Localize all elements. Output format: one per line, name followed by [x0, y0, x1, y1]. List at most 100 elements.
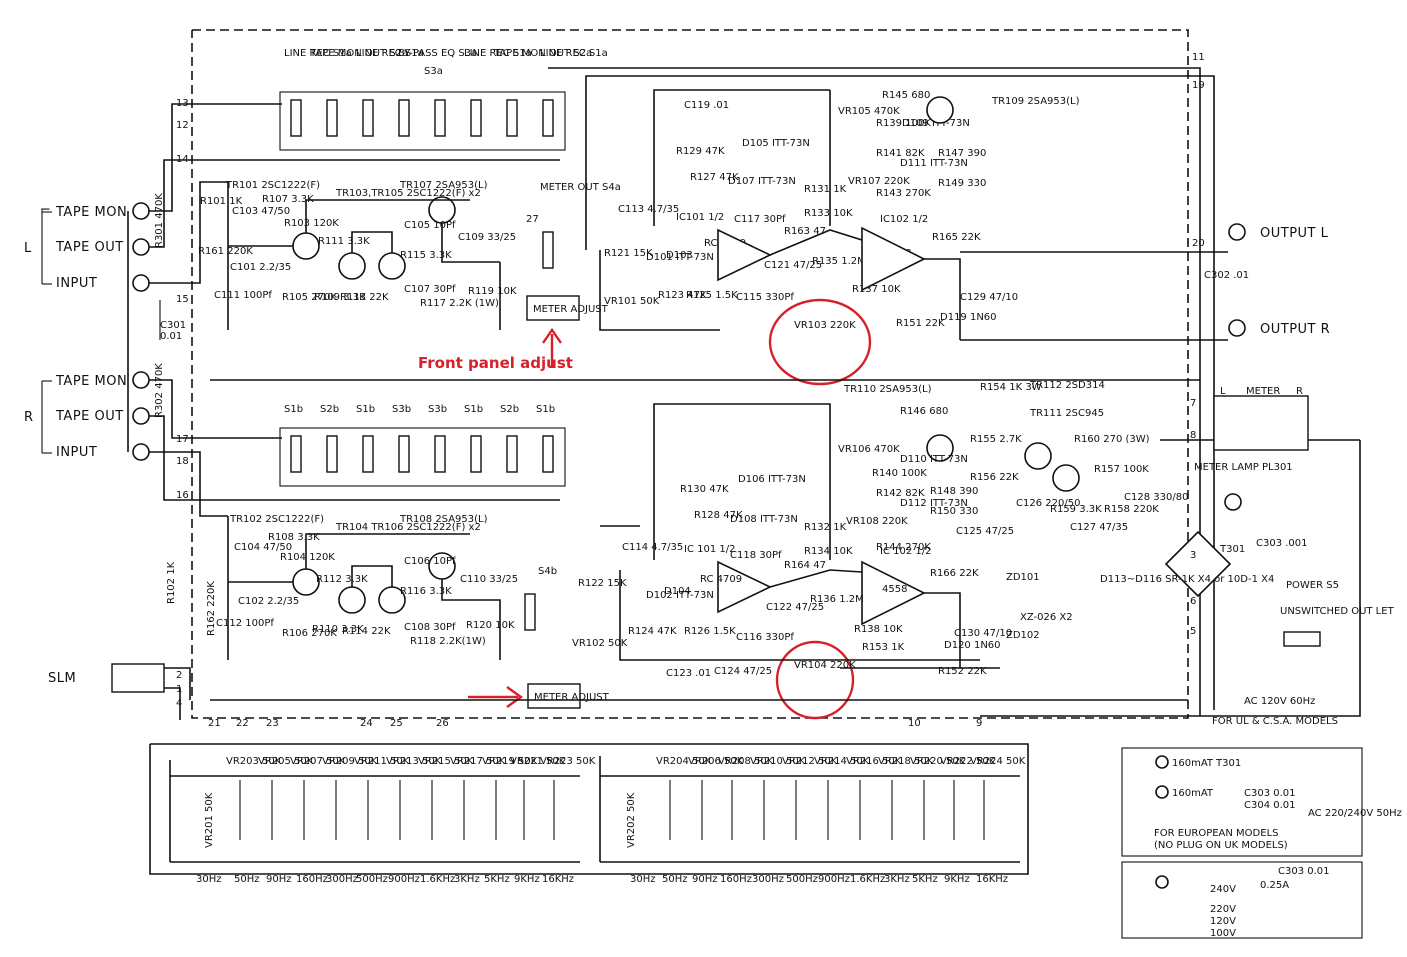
opamps	[717, 96, 954, 626]
eq-right-vr-5: VR214 50K	[814, 756, 870, 767]
comp-bot-26: R130 47K	[680, 484, 729, 495]
comp-bot-12: C106 10Pf	[404, 556, 456, 567]
comp-bot-16: R120 10K	[466, 620, 515, 631]
tr109-symbol	[926, 96, 954, 124]
r302-label: R302 470K	[154, 363, 165, 418]
euro-c304-label: C304 0.01	[1244, 800, 1296, 811]
vr104-label: VR104 220K	[794, 660, 856, 671]
eq-right-vr-10: VR224 50K	[970, 756, 1026, 767]
tr110-symbol	[926, 434, 954, 462]
comp-bot-65: R158 220K	[1104, 504, 1159, 515]
output-R-jack	[1228, 319, 1246, 337]
switch-bank-bottom: S1b S2b S1b S3b S3b S1b S2b S1b	[279, 404, 566, 487]
comp-bot-62: C126 220/50	[1016, 498, 1080, 509]
euro-label-2: (NO PLUG ON UK MODELS)	[1154, 840, 1288, 851]
tape-mon-L-label: TAPE MON	[55, 205, 127, 220]
annotations: Front panel adjust	[418, 298, 872, 720]
comp-bot-56: R148 390	[930, 486, 978, 497]
terminal-numbers: 11 19 13 12 14 15 17 18 16 20 7 8 3 6 5 …	[176, 52, 1205, 729]
ic101-top-symbol	[717, 228, 772, 282]
euro-t301-label: T301	[1215, 758, 1241, 769]
comp-top-2: C103 47/50	[232, 206, 290, 217]
eq-left-band-11: 16KHz	[542, 874, 574, 885]
eq-right-band-9: 5KHz	[912, 874, 938, 885]
comp-top-28: R127 47K	[690, 172, 739, 183]
comp-top-34: R133 10K	[804, 208, 853, 219]
comp-bot-22: R124 47K	[628, 626, 677, 637]
eq-right-band-5: 500Hz	[786, 874, 818, 885]
comp-top-38: R137 10K	[852, 284, 901, 295]
meter-adjust-box-top	[526, 295, 580, 321]
comp-top-1: R161 220K	[198, 246, 253, 257]
eq-right-band-0: 30Hz	[630, 874, 656, 885]
comp-top-30: D107 ITT-73N	[728, 176, 796, 187]
eq-left-band-9: 5KHz	[484, 874, 510, 885]
eq-right-vr-9: VR222 50K	[940, 756, 996, 767]
output-R-label: OUTPUT R	[1260, 322, 1330, 337]
tr111-symbol	[1052, 464, 1080, 492]
meter-lamp-label: METER LAMP PL301	[1194, 462, 1293, 473]
tr110-label: TR110 2SA953(L)	[843, 384, 932, 395]
models-label: FOR UL & C.S.A. MODELS	[1212, 716, 1338, 727]
comp-top-40: R151 22K	[896, 318, 945, 329]
eq-right-vr-2: VR208 50K	[718, 756, 774, 767]
bridge-label: D113~D116 SR-1K X4 or 10D-1 X4	[1100, 574, 1274, 585]
comp-bot-60: R156 22K	[970, 472, 1019, 483]
comp-bot-55: R144 270K	[876, 542, 931, 553]
graphic-eq-board: VR201 50K VR202 50K VR203 50K VR205 50K …	[149, 743, 1029, 885]
output-L-jack	[1228, 223, 1246, 241]
terminal-17: 17	[176, 434, 189, 445]
eq-left-vr-9: VR221 50K	[510, 756, 566, 767]
eq-left-band-4: 300Hz	[326, 874, 358, 885]
comp-bot-53: D112 ITT-73N	[900, 498, 968, 509]
euro-fuse2-label: 160mAT	[1172, 788, 1214, 799]
jack-tape-out-L	[132, 238, 150, 256]
eq-right-vr-6: VR216 50K	[846, 756, 902, 767]
vr201-label: VR201 50K	[204, 792, 215, 848]
sw-head-7: TAPE MON OUT S2a	[493, 48, 592, 59]
outputs: OUTPUT L OUTPUT R C302 .01	[1204, 223, 1330, 337]
comp-bot-57: R150 330	[930, 506, 978, 517]
main-wiring	[210, 67, 1361, 717]
switch-bank-top: LINE REC S1a TAPE MON OUT S2a LINE REC S…	[279, 48, 608, 151]
euro-c303-label: C303 0.01	[1244, 788, 1296, 799]
eq-left-vr-0: VR203 50K	[226, 756, 282, 767]
euro-fuse2-symbol	[1155, 785, 1169, 799]
component-labels-bottom: R102 1K R162 220K C104 47/50 C102 2.2/35…	[166, 380, 1188, 679]
swb-head-1: S1b	[284, 404, 303, 415]
comp-bot-14: R118 2.2K(1W)	[410, 636, 486, 647]
comp-top-52: VR107 220K	[848, 176, 910, 187]
comp-top-11: R115 3.3K	[400, 250, 452, 261]
sw-head-6: LINE REC S1a	[464, 48, 532, 59]
comp-bot-44: R166 22K	[930, 568, 979, 579]
comp-top-43: R165 22K	[932, 232, 981, 243]
eq-left-vr-4: VR211 50K	[354, 756, 410, 767]
comp-bot-4: C112 100Pf	[216, 618, 274, 629]
comp-bot-21: D104	[664, 586, 691, 597]
meter-box	[1213, 395, 1309, 451]
comp-bot-64: R157 100K	[1094, 464, 1149, 475]
eq-right-band-8: 3KHz	[884, 874, 910, 885]
comp-top-27: R129 47K	[676, 146, 725, 157]
tr108-label: TR108 2SA953(L)	[399, 514, 488, 525]
slm-connector: SLM	[48, 663, 191, 720]
eq-left-band-0: 30Hz	[196, 874, 222, 885]
comp-bot-40: C123 .01	[666, 668, 711, 679]
volt-220-label: 220V	[1210, 904, 1236, 915]
comp-bot-67: R159 3.3K	[1050, 504, 1102, 515]
terminal-7: 7	[1190, 398, 1196, 409]
eq-left-vr-5: VR213 50K	[386, 756, 442, 767]
bridge-rectifier	[1164, 530, 1232, 598]
comp-top-5: R107 3.3K	[262, 194, 314, 205]
eq-right-vr-3: VR210 50K	[750, 756, 806, 767]
slm-label: SLM	[48, 671, 76, 686]
comp-top-41: IC102 1/2	[880, 214, 928, 225]
terminal-26: 26	[436, 718, 449, 729]
comp-bot-3: C102 2.2/35	[238, 596, 299, 607]
outlet-symbol	[1283, 631, 1321, 647]
outlet-label: UNSWITCHED OUT LET	[1280, 606, 1395, 617]
terminal-1: 1	[176, 684, 182, 695]
meter-power: METER L R METER LAMP PL301 D113~D116 SR-…	[1100, 386, 1395, 727]
comp-bot-18: R122 15K	[578, 578, 627, 589]
swb-head-7: S2b	[500, 404, 519, 415]
